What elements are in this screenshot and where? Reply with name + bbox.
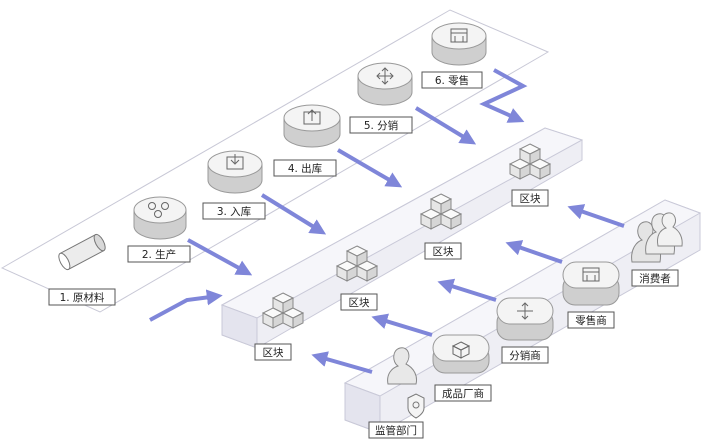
label-warehouse-in-text: 3. 入库 xyxy=(217,205,251,218)
shield-person-icon xyxy=(407,393,425,419)
label-raw-material: 1. 原材料 xyxy=(48,288,116,306)
label-distribution-text: 5. 分销 xyxy=(364,119,398,132)
label-block-1-box xyxy=(254,343,292,361)
arrow-regulator xyxy=(311,351,373,374)
distribution-arrows-icon xyxy=(376,67,394,85)
process-node-warehouse-out xyxy=(283,104,341,148)
label-block-1-text: 区块 xyxy=(263,347,284,359)
label-block-4: 区块 xyxy=(511,189,549,207)
label-retailer-box xyxy=(567,311,615,329)
label-consumer: 消费者 xyxy=(631,269,679,287)
label-block-4-text: 区块 xyxy=(520,193,541,205)
label-block-2: 区块 xyxy=(340,293,378,311)
process-node-production xyxy=(133,196,187,240)
label-block-3-text: 区块 xyxy=(433,246,454,258)
label-retailer-text: 零售商 xyxy=(575,314,607,327)
label-distribution-box xyxy=(349,116,413,134)
box-icon xyxy=(451,341,471,359)
people-icon xyxy=(631,212,683,263)
label-warehouse-in: 3. 入库 xyxy=(202,202,266,220)
label-distributor-box xyxy=(501,346,549,364)
storefront-icon xyxy=(450,28,468,43)
block-cluster-1 xyxy=(261,292,305,329)
process-node-warehouse-in xyxy=(207,150,263,194)
label-block-1: 区块 xyxy=(254,343,292,361)
blockchain-platform xyxy=(220,127,584,349)
label-block-3-box xyxy=(424,242,462,260)
label-warehouse-in-box xyxy=(202,202,266,220)
label-distribution: 5. 分销 xyxy=(349,116,413,134)
label-production-text: 2. 生产 xyxy=(142,248,176,261)
label-distributor: 分销商 xyxy=(501,346,549,364)
label-raw-material-box xyxy=(48,288,116,306)
process-node-distribution xyxy=(357,62,413,106)
arrow-production xyxy=(187,238,253,276)
inbox-out-icon xyxy=(303,109,321,125)
label-warehouse-out-text: 4. 出库 xyxy=(288,162,322,175)
arrow-retail xyxy=(479,68,528,123)
blockchain-cubes-icon xyxy=(261,143,552,329)
arrow-retailer xyxy=(505,240,563,264)
arrow-manufacturer xyxy=(371,313,433,337)
participant-node-regulator xyxy=(387,347,425,419)
label-warehouse-out-box xyxy=(273,159,337,177)
flow-arrows xyxy=(149,68,528,322)
inbox-in-icon xyxy=(226,154,244,170)
arrow-distribution xyxy=(414,106,477,145)
label-retail: 6. 零售 xyxy=(421,71,483,89)
feedback-arrows xyxy=(311,204,625,374)
label-production-box xyxy=(127,245,191,263)
label-retail-text: 6. 零售 xyxy=(435,74,469,87)
process-node-retail xyxy=(431,22,487,66)
label-retail-box xyxy=(421,71,483,89)
label-manufacturer-text: 成品厂商 xyxy=(442,387,484,400)
label-regulator: 监管部门 xyxy=(368,421,424,439)
block-cluster-3 xyxy=(419,193,463,230)
label-regulator-text: 监管部门 xyxy=(375,424,417,437)
label-manufacturer-box xyxy=(434,384,492,402)
arrow-warehouse-in xyxy=(260,193,327,235)
distribution-arrows-icon xyxy=(517,302,533,320)
cylinder-icon xyxy=(58,233,106,271)
label-block-4-box xyxy=(511,189,549,207)
label-manufacturer: 成品厂商 xyxy=(434,384,492,402)
arrow-raw-material xyxy=(149,289,223,322)
label-block-2-text: 区块 xyxy=(349,297,370,309)
label-retailer: 零售商 xyxy=(567,311,615,329)
label-regulator-box xyxy=(368,421,424,439)
label-raw-material-text: 1. 原材料 xyxy=(60,291,105,304)
arrow-consumer xyxy=(567,204,625,228)
label-consumer-text: 消费者 xyxy=(639,272,671,285)
label-distributor-text: 分销商 xyxy=(509,349,541,362)
label-block-3: 区块 xyxy=(424,242,462,260)
participant-node-retailer xyxy=(562,261,620,306)
arrow-warehouse-out xyxy=(336,148,403,188)
label-block-2-box xyxy=(340,293,378,311)
arrow-distributor xyxy=(437,278,497,302)
block-cluster-4 xyxy=(508,143,552,180)
storefront-icon xyxy=(582,267,600,282)
participant-node-distributor xyxy=(496,297,554,341)
gears-icon xyxy=(148,202,169,218)
label-production: 2. 生产 xyxy=(127,245,191,263)
participant-node-manufacturer xyxy=(432,334,490,374)
label-consumer-box xyxy=(631,269,679,287)
label-warehouse-out: 4. 出库 xyxy=(273,159,337,177)
block-cluster-2 xyxy=(335,245,379,282)
